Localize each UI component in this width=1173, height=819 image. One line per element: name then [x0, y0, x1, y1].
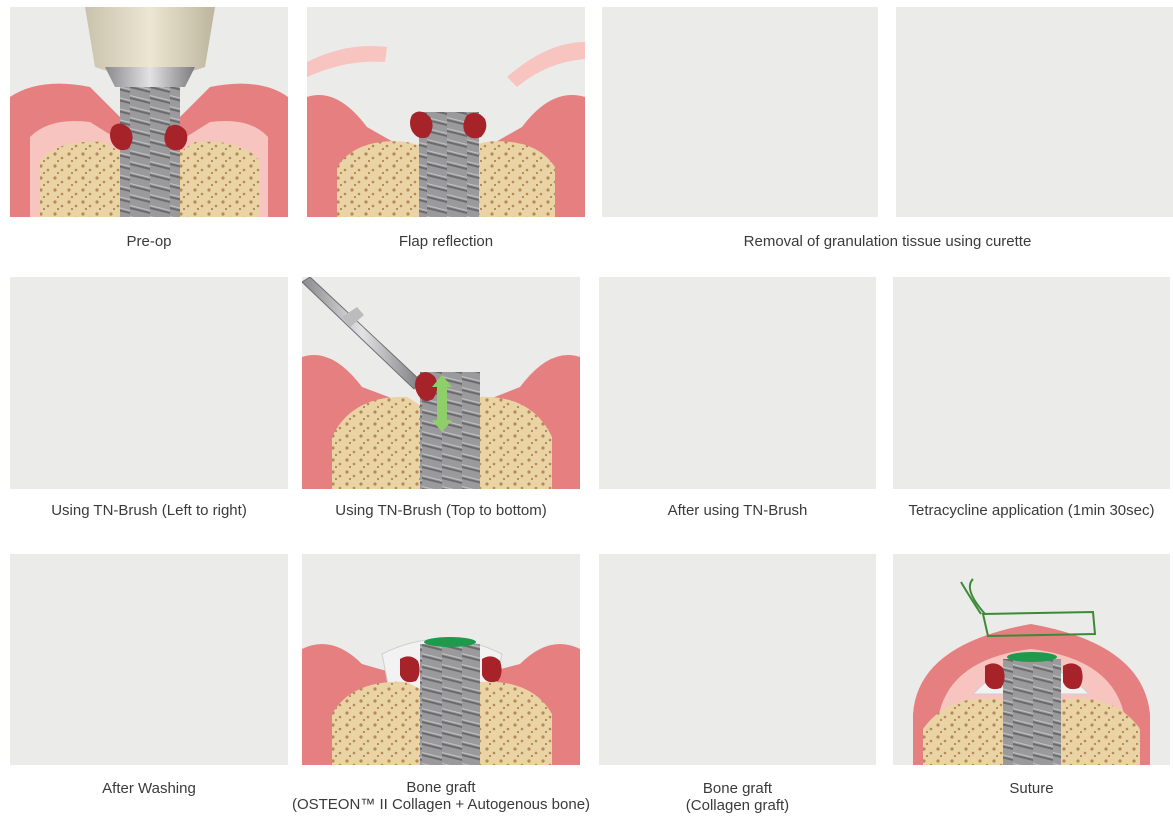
pre-op-illustration [10, 7, 288, 217]
caption-bone-graft-collagen-line2: (Collagen graft) [599, 797, 876, 814]
caption-after-tn-brush: After using TN-Brush [599, 502, 876, 519]
caption-after-washing: After Washing [10, 780, 288, 797]
caption-tn-brush-left-right: Using TN-Brush (Left to right) [10, 502, 288, 519]
bone-graft-osteon-illustration [302, 554, 580, 765]
removal-granulation-photo-2 [896, 7, 1173, 217]
caption-tn-brush-top-bottom: Using TN-Brush (Top to bottom) [302, 502, 580, 519]
tn-brush-left-right-photo [10, 277, 288, 489]
caption-removal-granulation: Removal of granulation tissue using cure… [602, 233, 1173, 250]
flap-reflection-illustration [307, 7, 585, 217]
caption-flap-reflection: Flap reflection [307, 233, 585, 250]
caption-bone-graft-osteon-line2: (OSTEON™ II Collagen + Autogenous bone) [262, 796, 620, 813]
after-tn-brush-photo [599, 277, 876, 489]
caption-bone-graft-osteon-line1: Bone graft [262, 779, 620, 796]
suture-illustration [893, 554, 1170, 765]
after-washing-photo [10, 554, 288, 765]
caption-suture: Suture [893, 780, 1170, 797]
caption-bone-graft-collagen-line1: Bone graft [599, 780, 876, 797]
bone-graft-collagen-photo [599, 554, 876, 765]
caption-bone-graft-osteon: Bone graft (OSTEON™ II Collagen + Autoge… [262, 779, 620, 813]
caption-pre-op: Pre-op [10, 233, 288, 250]
removal-granulation-photo-1 [602, 7, 878, 217]
tn-brush-top-bottom-illustration [302, 277, 580, 489]
tetracycline-photo [893, 277, 1170, 489]
caption-tetracycline: Tetracycline application (1min 30sec) [893, 502, 1170, 519]
caption-bone-graft-collagen: Bone graft (Collagen graft) [599, 780, 876, 814]
